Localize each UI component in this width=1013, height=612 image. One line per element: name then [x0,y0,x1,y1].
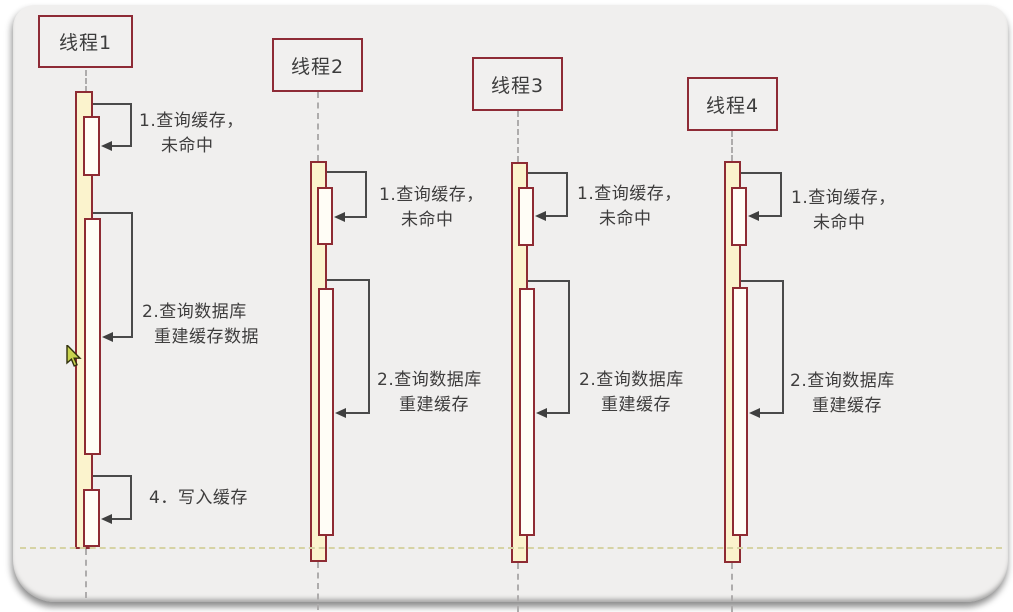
lifeline [85,549,87,598]
self-call-arrow-right [365,171,367,218]
message-note: 1.查询缓存， 未命中 [139,109,244,159]
message-note-line: 1.查询缓存， [139,111,244,131]
self-call-arrow-bottom [345,412,370,414]
self-call-arrow-right [130,475,132,520]
self-call-arrow-top [528,172,568,174]
self-call-arrow-right [780,172,782,217]
arrowhead-icon [536,408,547,418]
message-note-line: 重建缓存 [812,396,882,416]
self-call-arrow-bottom [111,518,132,520]
self-call-arrow-bottom [759,412,784,414]
message-note-line: 2.查询数据库 [142,302,247,322]
lifeline [517,111,519,162]
message-note-line: 重建缓存数据 [154,327,259,347]
thread-box: 线程4 [687,77,778,131]
nested-activation-bar [83,489,100,547]
message-note: 2.查询数据库重建缓存 [790,369,895,419]
message-note-line: 4．写入缓存 [149,488,248,508]
thread-label: 线程2 [290,55,345,78]
message-note-line: 未命中 [161,136,214,156]
thread-label: 线程1 [58,32,113,54]
self-call-arrow-right [130,103,132,147]
self-call-arrow-right [566,172,568,217]
nested-activation-bar [732,287,748,536]
nested-activation-bar [518,187,534,246]
thread-box: 线程1 [38,15,133,68]
arrowhead-icon [101,514,112,524]
self-call-arrow-bottom [344,216,367,218]
message-note: 2.查询数据库重建缓存 [377,368,482,418]
self-call-arrow-top [741,280,784,282]
arrowhead-icon [335,408,346,418]
self-call-arrow-top [93,103,132,105]
self-call-arrow-right [782,280,784,414]
self-call-arrow-bottom [112,336,133,338]
lifeline [317,92,319,161]
message-note-line: 未命中 [813,213,866,233]
arrowhead-icon [535,211,546,221]
message-note: 1.查询缓存， 未命中 [379,183,484,233]
self-call-arrow-top [93,475,132,477]
nested-activation-bar [84,218,101,455]
self-call-arrow-top [327,279,370,281]
message-note-line: 未命中 [401,210,454,230]
self-call-arrow-top [528,280,570,282]
message-note-line: 1.查询缓存， [379,185,484,205]
message-note-line: 2.查询数据库 [790,371,895,391]
lifeline [317,562,319,610]
nested-activation-bar [83,116,100,176]
self-call-arrow-right [131,212,133,338]
thread-label: 线程4 [705,94,760,117]
self-call-arrow-top [327,171,367,173]
message-note: 2.查询数据库重建缓存 [579,368,684,418]
message-note: 1.查询缓存， 未命中 [791,186,896,236]
lifeline [731,131,733,161]
message-note-line: 未命中 [599,209,652,229]
self-call-arrow-bottom [758,215,782,217]
arrowhead-icon [334,212,345,222]
timeline-divider-dashed-line [20,547,1002,549]
message-note-line: 重建缓存 [399,395,469,415]
thread-box: 线程2 [272,38,363,92]
message-note-line: 1.查询缓存， [577,184,682,204]
mouse-cursor-icon [66,343,82,369]
self-call-arrow-right [368,279,370,414]
self-call-arrow-bottom [111,145,132,147]
thread-label: 线程3 [490,74,545,97]
arrowhead-icon [749,408,760,418]
arrowhead-icon [748,211,759,221]
message-note-line: 2.查询数据库 [579,370,684,390]
self-call-arrow-top [93,212,133,214]
nested-activation-bar [731,187,747,246]
self-call-arrow-top [741,172,782,174]
message-note-line: 重建缓存 [601,395,671,415]
arrowhead-icon [101,141,112,151]
thread-box: 线程3 [472,57,563,111]
message-note-line: 1.查询缓存， [791,188,896,208]
arrowhead-icon [102,332,113,342]
lifeline [85,70,87,92]
lifeline [731,563,733,612]
nested-activation-bar [519,288,535,536]
self-call-arrow-right [568,280,570,414]
nested-activation-bar [317,187,333,245]
message-note: 1.查询缓存， 未命中 [577,182,682,232]
message-note: 2.查询数据库重建缓存数据 [142,300,259,350]
nested-activation-bar [318,288,334,536]
message-note: 4．写入缓存 [149,486,248,511]
self-call-arrow-bottom [546,412,570,414]
lifeline [517,563,519,612]
message-note-line: 2.查询数据库 [377,370,482,390]
self-call-arrow-bottom [545,215,568,217]
